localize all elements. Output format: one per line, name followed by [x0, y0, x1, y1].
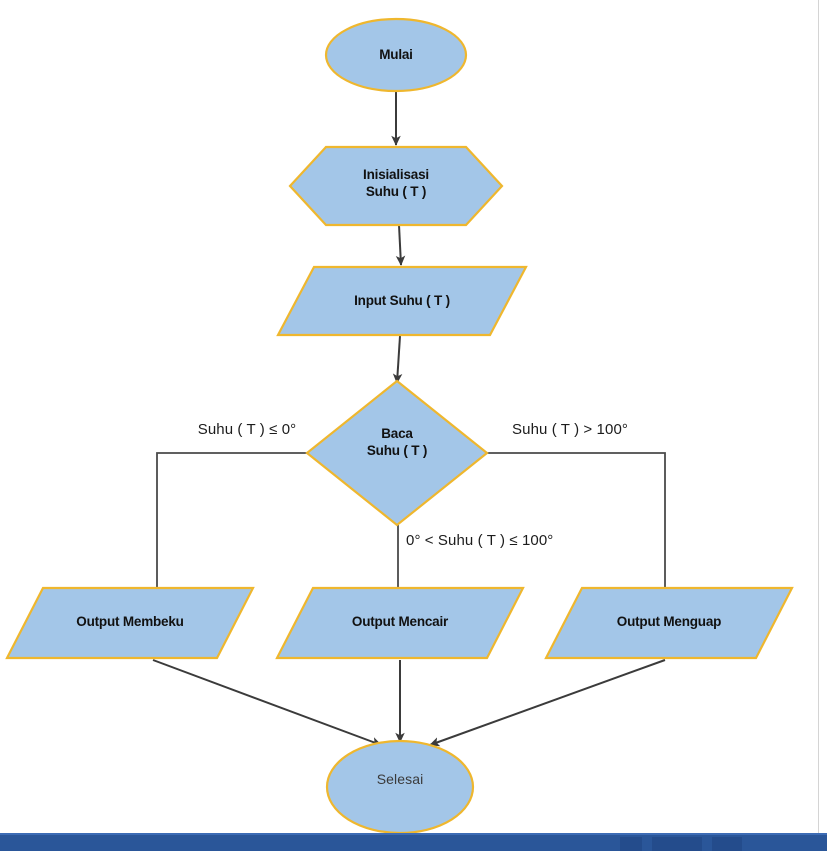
page-right-edge: [818, 0, 819, 835]
node-out3-shape[interactable]: [544, 586, 794, 660]
node-decide-shape[interactable]: [305, 379, 489, 527]
taskbar-segment: [652, 837, 702, 851]
node-out2-shape[interactable]: [275, 586, 525, 660]
connector-init-to-input: [395, 224, 406, 266]
window-bottom-bar: [0, 833, 827, 851]
connector-out3-to-end: [429, 659, 666, 747]
taskbar-segment: [712, 837, 742, 851]
connector-input-to-decide: [392, 335, 403, 384]
taskbar-segment: [620, 837, 642, 851]
node-input-shape[interactable]: [276, 265, 528, 337]
node-init-shape[interactable]: [288, 145, 504, 227]
node-out1-shape[interactable]: [5, 586, 255, 660]
node-start-shape[interactable]: [324, 17, 468, 93]
connector-decide-to-out3: [487, 452, 666, 588]
connector-decide-to-out1: [156, 452, 307, 588]
node-end-shape[interactable]: [325, 739, 475, 835]
connector-out1-to-end: [152, 659, 382, 747]
